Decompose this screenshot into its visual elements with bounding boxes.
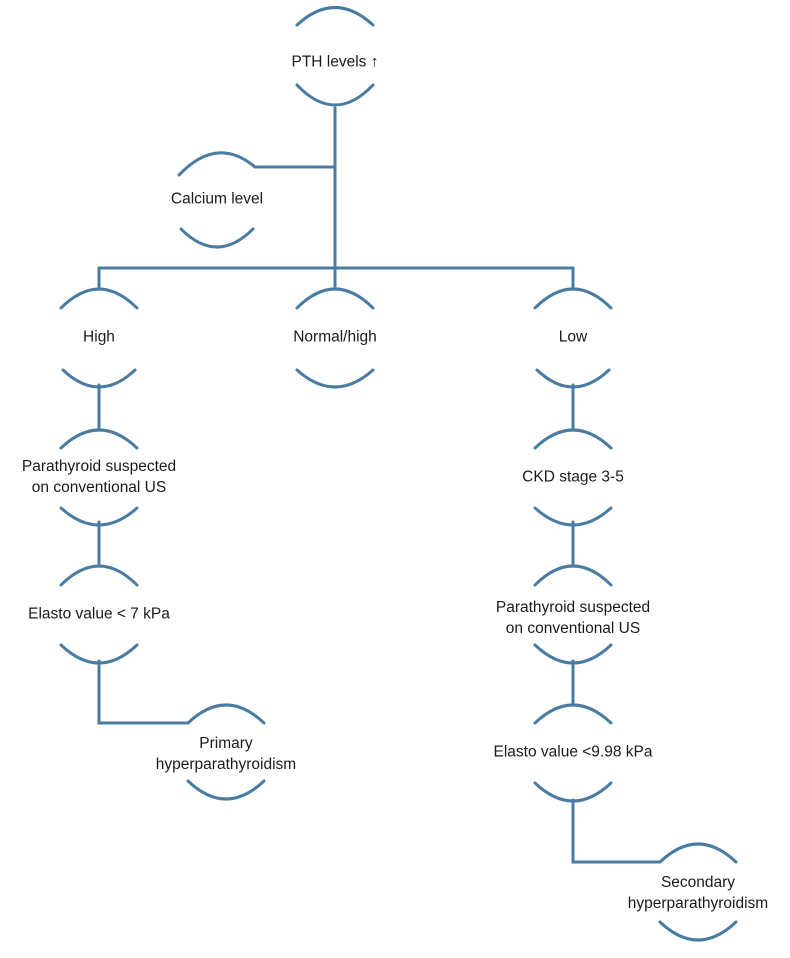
- node-bracket-secondary: [658, 842, 738, 942]
- node-bracket-normal: [295, 287, 375, 389]
- node-low: Low: [559, 327, 587, 348]
- node-left-elasto-value: Elasto value < 7 kPa: [28, 604, 170, 625]
- node-ckd-stage: CKD stage 3-5: [522, 467, 624, 488]
- edge-elasto-primary: [97, 659, 190, 725]
- node-right-elasto-text: Elasto value <9.98 kPa: [493, 743, 653, 761]
- node-right-parathyroid-suspected: Parathyroid suspected on conventional US: [496, 597, 650, 639]
- node-bracket-low: [533, 287, 613, 389]
- node-bracket-primary: [186, 703, 266, 801]
- node-left-parathyroid-line2: on conventional US: [31, 479, 167, 496]
- node-bracket-high: [59, 287, 139, 389]
- node-brackets: [59, 6, 738, 942]
- node-bracket-left-elasto: [59, 564, 139, 665]
- node-calcium-level: Calcium level: [171, 189, 263, 210]
- node-secondary-hyperparathyroidism: Secondary hyperparathyroidism: [628, 872, 768, 914]
- node-low-text: Low: [558, 328, 588, 346]
- node-bracket-right-para: [533, 564, 613, 665]
- node-high-text: High: [83, 328, 115, 346]
- node-secondary-line2: hyperparathyroidism: [627, 895, 769, 912]
- node-bracket-pth: [295, 6, 375, 107]
- edge-elasto-secondary: [571, 798, 662, 864]
- node-left-parathyroid-suspected: Parathyroid suspected on conventional US: [22, 456, 176, 498]
- node-primary-hyperparathyroidism: Primary hyperparathyroidism: [156, 733, 296, 775]
- node-bracket-right-elasto: [533, 703, 613, 803]
- node-normal-high: Normal/high: [293, 327, 377, 348]
- node-bracket-left-para: [59, 428, 139, 527]
- node-right-parathyroid-line1: Parathyroid suspected: [495, 599, 651, 616]
- node-secondary-line1: Secondary: [660, 874, 736, 891]
- node-normal-high-text: Normal/high: [293, 328, 377, 346]
- node-high: High: [83, 327, 115, 348]
- node-bracket-ckd: [533, 428, 613, 527]
- node-primary-line2: hyperparathyroidism: [155, 756, 297, 773]
- connector-lines: [97, 106, 662, 864]
- node-right-parathyroid-line2: on conventional US: [505, 620, 641, 637]
- node-left-elasto-text: Elasto value < 7 kPa: [28, 605, 170, 623]
- node-ckd-stage-text: CKD stage 3-5: [522, 468, 624, 486]
- node-calcium-level-text: Calcium level: [170, 190, 264, 208]
- node-bracket-calcium: [177, 151, 257, 249]
- node-primary-line1: Primary: [199, 735, 253, 752]
- node-right-elasto-value: Elasto value <9.98 kPa: [494, 742, 653, 763]
- node-pth-levels: PTH levels ↑: [292, 52, 379, 73]
- node-pth-levels-text: PTH levels ↑: [291, 53, 379, 71]
- node-left-parathyroid-line1: Parathyroid suspected: [21, 458, 177, 475]
